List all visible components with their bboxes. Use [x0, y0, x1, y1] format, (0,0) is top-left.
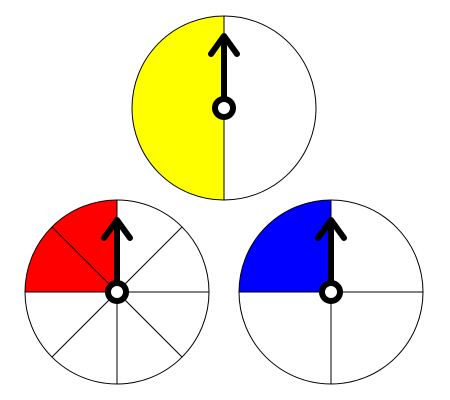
spinner-yellow	[131, 15, 317, 201]
spinner-yellow-shaded-half	[132, 16, 224, 200]
spinner-blue-shaded-section	[239, 200, 331, 292]
spinner-red-arrow-icon	[101, 217, 133, 304]
spinner-blue-arrow-icon	[315, 217, 347, 304]
spinner-yellow-arrow-icon	[208, 33, 240, 120]
spinner-blue	[238, 199, 424, 385]
spinner-red	[24, 199, 210, 385]
